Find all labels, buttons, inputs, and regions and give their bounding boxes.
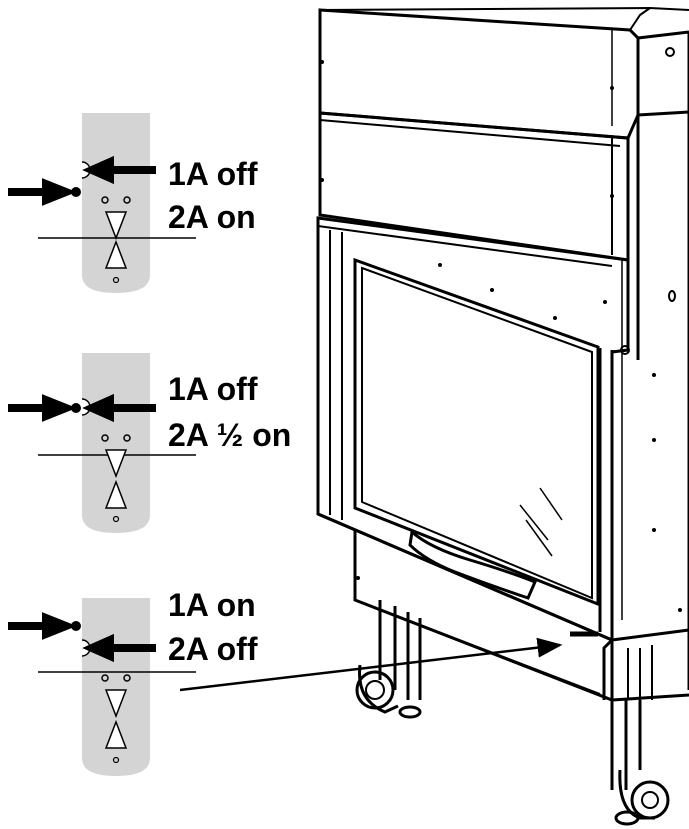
- strip-body: [82, 598, 150, 776]
- setting-1-line-2: 2A on: [168, 199, 256, 235]
- setting-2-line-2: 2A ½ on: [168, 417, 291, 453]
- arrow-right: [8, 612, 77, 640]
- caster-right: [610, 700, 670, 826]
- setting-3-line-2: 2A off: [168, 631, 258, 667]
- arrow-right: [8, 394, 77, 422]
- fireplace-glass: [353, 257, 600, 607]
- setting-3-line-1: 1A on: [168, 587, 256, 623]
- setting-2-line-1: 1A off: [168, 371, 258, 407]
- strip-body: [82, 353, 150, 533]
- fireplace: [316, 7, 689, 826]
- caster-left: [355, 600, 422, 719]
- setting-1-line-1: 1A off: [168, 156, 258, 192]
- damper-strip-1: [8, 113, 196, 293]
- fireplace-base: [317, 512, 614, 703]
- fireplace-door-frame: [316, 216, 630, 643]
- arrow-left: [82, 155, 156, 185]
- fireplace-top-panel: [318, 8, 640, 140]
- damper-strip-2: [8, 353, 196, 533]
- screws: [320, 60, 682, 612]
- arrow-right: [8, 178, 77, 206]
- strip-body: [82, 113, 150, 293]
- leader-line: [179, 637, 563, 692]
- door-handle: [408, 529, 537, 600]
- arrow-left: [82, 393, 156, 423]
- arrow-left: [82, 633, 156, 663]
- damper-strip-3: [8, 598, 196, 776]
- fireplace-side-panel: [636, 30, 689, 690]
